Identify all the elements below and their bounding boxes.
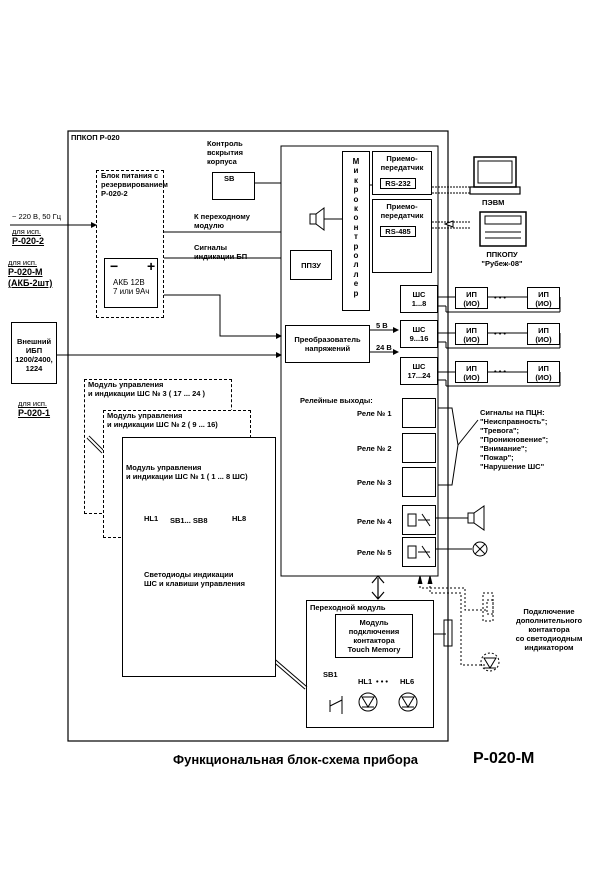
battery-plus: + <box>147 258 156 274</box>
module-1-leds-label: Светодиоды индикации ШС и клавиши управл… <box>144 570 245 588</box>
psu-signals-label: Сигналы индикации БП <box>194 243 248 261</box>
rs232-label: Приемо- передатчик <box>380 154 424 172</box>
relays-title: Релейные выходы: <box>300 396 373 405</box>
module-1-hl8: HL8 <box>232 514 247 523</box>
relay-4-box <box>402 505 436 535</box>
relay-4-label: Реле № 4 <box>357 517 392 526</box>
psu-box <box>96 170 164 318</box>
rs485-label: Приемо- передатчик <box>380 202 424 220</box>
version-label-2: Р-020-М <box>8 267 43 277</box>
transition-hl1: HL1 <box>358 677 373 686</box>
ppkopu-label: ППКОПУ "Рубеж-08" <box>481 250 523 268</box>
module-3-label: Модуль управления и индикации ШС № 3 ( 1… <box>88 380 206 398</box>
converter-5v: 5 В <box>376 321 388 330</box>
transition-title: Переходной модуль <box>310 603 386 612</box>
module-1-hl1: HL1 <box>144 514 159 523</box>
converter-box: Преобразователь напряжений <box>285 325 370 363</box>
zone-box-3: ШС 17...24 <box>400 357 438 385</box>
microcontroller-box <box>342 151 370 311</box>
zone-box-1: ШС 1...8 <box>400 285 438 313</box>
detector-dots-1: • • • <box>494 293 507 302</box>
module-1-box <box>122 437 276 677</box>
detector-2b: ИП (ИО) <box>527 323 560 345</box>
zone-wiring <box>438 296 561 387</box>
detector-dots-2: • • • <box>494 329 507 338</box>
controller-board <box>280 145 439 577</box>
module-2-label: Модуль управления и индикации ШС № 2 ( 9… <box>107 411 218 429</box>
version-label-3: Р-020-1 <box>18 408 51 418</box>
microcontroller-label: М и к р о к о н т р о л л е р <box>352 157 360 298</box>
relay-1-label: Реле № 1 <box>357 409 392 418</box>
detector-1b: ИП (ИО) <box>527 287 560 309</box>
ppkopu-icon <box>479 211 527 247</box>
detector-2a: ИП (ИО) <box>455 323 488 345</box>
battery-box <box>104 258 158 308</box>
siren-icon <box>467 505 485 531</box>
for-version-label-2: для исп. <box>8 258 37 267</box>
detector-1a: ИП (ИО) <box>455 287 488 309</box>
transition-module-box <box>306 600 434 728</box>
external-contactor-icon <box>480 592 500 672</box>
pc-icon <box>469 156 521 195</box>
converter-24v: 24 В <box>376 343 392 352</box>
relay-3-box <box>402 467 436 497</box>
caption-main: Функциональная блок-схема прибора <box>173 752 419 767</box>
pc-label: ПЭВМ <box>482 198 505 207</box>
device-enclosure <box>67 130 449 742</box>
psu-to-transition-label: К переходному модулю <box>194 212 250 230</box>
transition-dots: • • • <box>376 677 389 686</box>
relay-5-label: Реле № 5 <box>357 548 392 557</box>
transition-hl6: HL6 <box>400 677 415 686</box>
caption-model: Р-020-М <box>473 750 535 767</box>
touch-memory-box: Модуль подключения контактора Touch Memo… <box>335 614 413 658</box>
for-version-label-1: для исп. <box>12 227 41 236</box>
rs232-iface: RS-232 <box>380 178 416 189</box>
relay-3-label: Реле № 3 <box>357 478 392 487</box>
psu-title: Блок питания с резервированием Р-020-2 <box>101 171 168 198</box>
mains-label: ~ 220 В, 50 Гц <box>12 212 62 221</box>
tamper-box <box>212 172 255 200</box>
tamper-sb: SB <box>224 174 235 183</box>
relay-2-label: Реле № 2 <box>357 444 392 453</box>
detector-3a: ИП (ИО) <box>455 361 488 383</box>
ppzu-box: ППЗУ <box>290 250 332 280</box>
relay-signals-list: Сигналы на ПЦН: "Неисправность"; "Тревог… <box>480 408 549 471</box>
lamp-icon <box>472 541 488 557</box>
module-1-label: Модуль управления и индикации ШС № 1 ( 1… <box>126 463 248 481</box>
tamper-label: Контроль вскрытия корпуса <box>207 139 243 166</box>
rs485-iface: RS-485 <box>380 226 416 237</box>
module-1-sb1-sb8: SB1... SB8 <box>170 516 208 525</box>
relay-5-box <box>402 537 436 567</box>
for-version-label-3: для исп. <box>18 399 47 408</box>
speaker-icon <box>309 207 325 231</box>
transition-indicators <box>329 692 418 714</box>
zone-box-2: ШС 9...16 <box>400 320 438 348</box>
detector-dots-3: • • • <box>494 367 507 376</box>
version-label-1: Р-020-2 <box>12 236 45 246</box>
relay-1-box <box>402 398 436 428</box>
battery-minus: − <box>110 258 119 274</box>
device-title: ППКОП Р-020 <box>71 133 120 142</box>
external-contactor-label: Подключение дополнительного контактора с… <box>515 607 583 652</box>
external-ups-box: Внешний ИБП 1200/2400, 1224 <box>11 322 57 384</box>
transition-sb1: SB1 <box>323 670 338 679</box>
battery-label: АКБ 12В 7 или 9Ач <box>113 278 150 296</box>
version-label-2b: (АКБ-2шт) <box>8 278 53 288</box>
relay-2-box <box>402 433 436 463</box>
detector-3b: ИП (ИО) <box>527 361 560 383</box>
